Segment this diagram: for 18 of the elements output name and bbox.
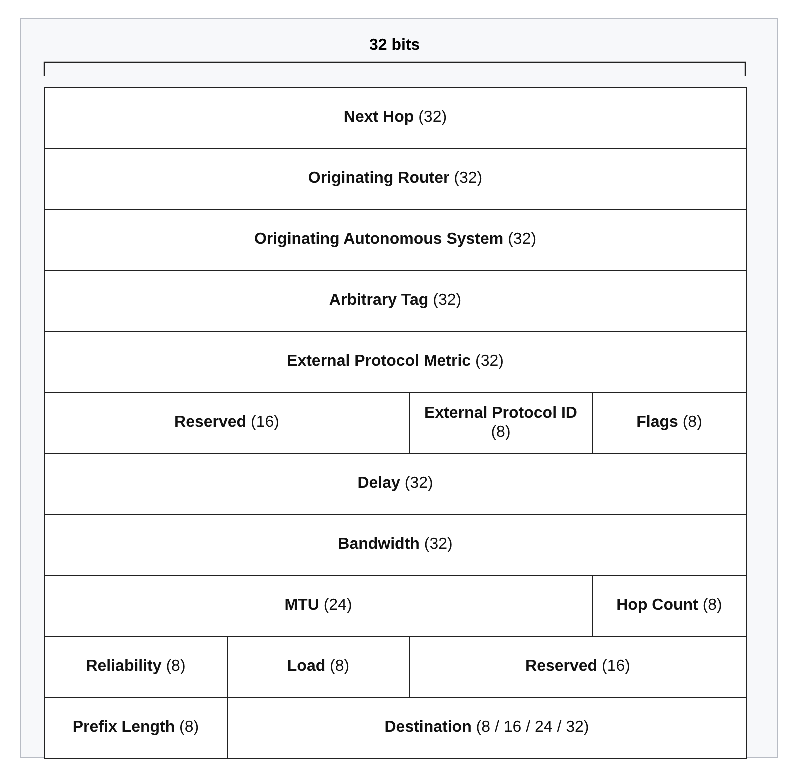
- packet-field: Delay (32): [44, 453, 747, 515]
- packet-field: Destination (8 / 16 / 24 / 32): [227, 697, 747, 759]
- packet-field: MTU (24): [44, 575, 593, 637]
- packet-field: Originating Autonomous System (32): [44, 209, 747, 271]
- packet-field: Arbitrary Tag (32): [44, 270, 747, 332]
- packet-field: External Protocol ID (8): [409, 392, 593, 454]
- packet-field: Reserved (16): [409, 636, 747, 698]
- packet-field: Prefix Length (8): [44, 697, 228, 759]
- packet-field: Flags (8): [592, 392, 747, 454]
- packet-field: Reserved (16): [44, 392, 410, 454]
- packet-field: Bandwidth (32): [44, 514, 747, 576]
- packet-field: Hop Count (8): [592, 575, 747, 637]
- packet-field: Load (8): [227, 636, 410, 698]
- packet-field: Reliability (8): [44, 636, 228, 698]
- packet-field: Originating Router (32): [44, 148, 747, 210]
- packet-field: Next Hop (32): [44, 87, 747, 149]
- packet-field: External Protocol Metric (32): [44, 331, 747, 393]
- dimension-label: 32 bits: [370, 37, 420, 55]
